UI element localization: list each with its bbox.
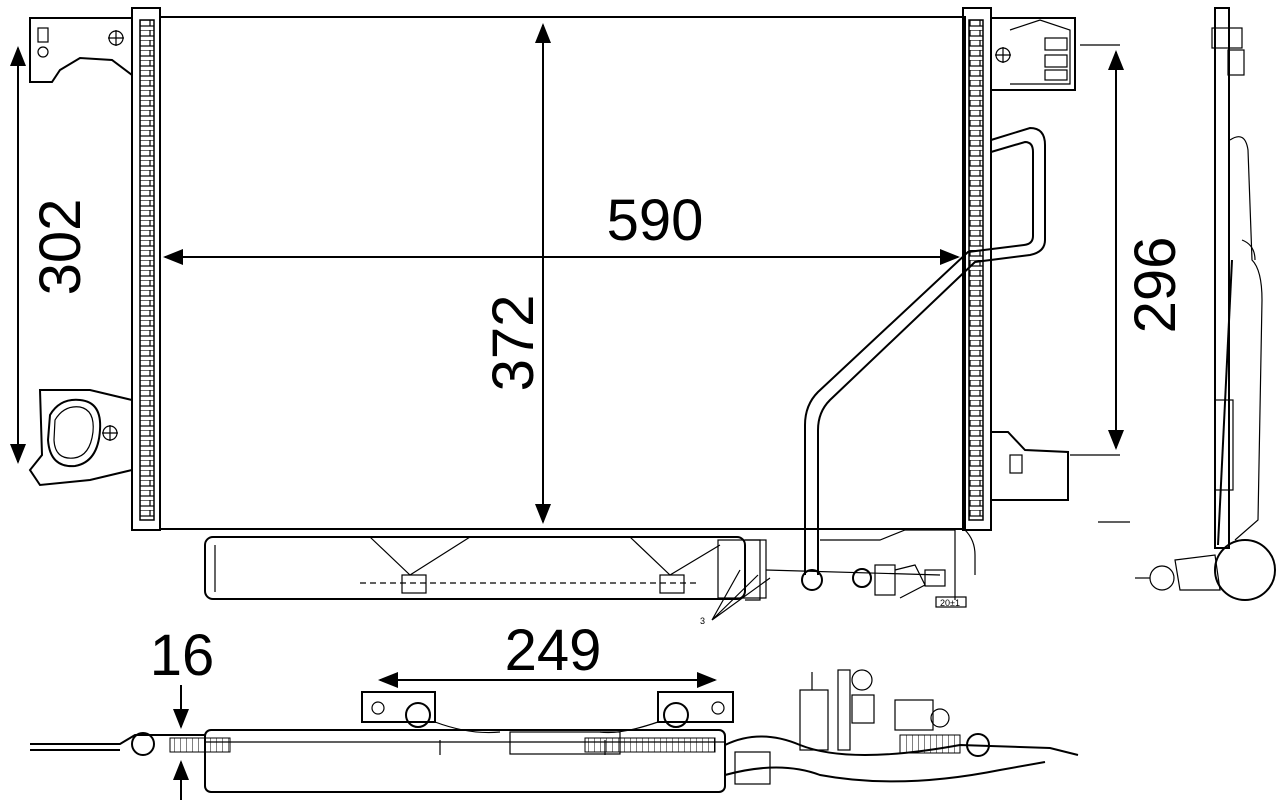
dim-core-thickness: 16	[150, 623, 215, 800]
left-header-tank	[131, 7, 161, 531]
mount-right	[604, 691, 734, 755]
bottom-fittings	[724, 669, 1079, 785]
dim-width: 590	[163, 188, 960, 265]
detail-note: 20±1	[940, 598, 960, 608]
bottom-view: 249 16	[30, 618, 1079, 800]
dim-mount-spacing: 249	[378, 618, 717, 688]
dim-height: 372	[481, 22, 551, 524]
side-view: 296	[1070, 7, 1276, 601]
refrigerant-pipe	[804, 126, 1046, 575]
right-lower-bracket	[990, 431, 1069, 501]
dim-left-span: 302	[10, 46, 93, 464]
mount-left	[361, 691, 441, 755]
pipe-fittings: 20±1 3	[700, 529, 967, 626]
left-top-bracket	[29, 17, 133, 83]
right-top-bracket	[990, 17, 1076, 91]
left-lower-bracket	[28, 389, 133, 487]
right-header-tank	[962, 7, 992, 531]
condenser-core	[159, 16, 966, 530]
dim-height-label: 372	[481, 295, 546, 392]
part-ref-label: 3	[700, 616, 705, 626]
receiver-drier	[204, 536, 746, 600]
dim-core-thickness-label: 16	[150, 623, 215, 688]
dim-width-label: 590	[607, 188, 704, 253]
dim-left-span-label: 302	[28, 199, 93, 296]
dim-right-span-label: 296	[1123, 237, 1188, 334]
dim-right-span: 296	[1070, 44, 1188, 456]
front-view: 20±1 3 590 372 302	[10, 7, 1076, 626]
dim-mount-spacing-label: 249	[505, 618, 602, 683]
